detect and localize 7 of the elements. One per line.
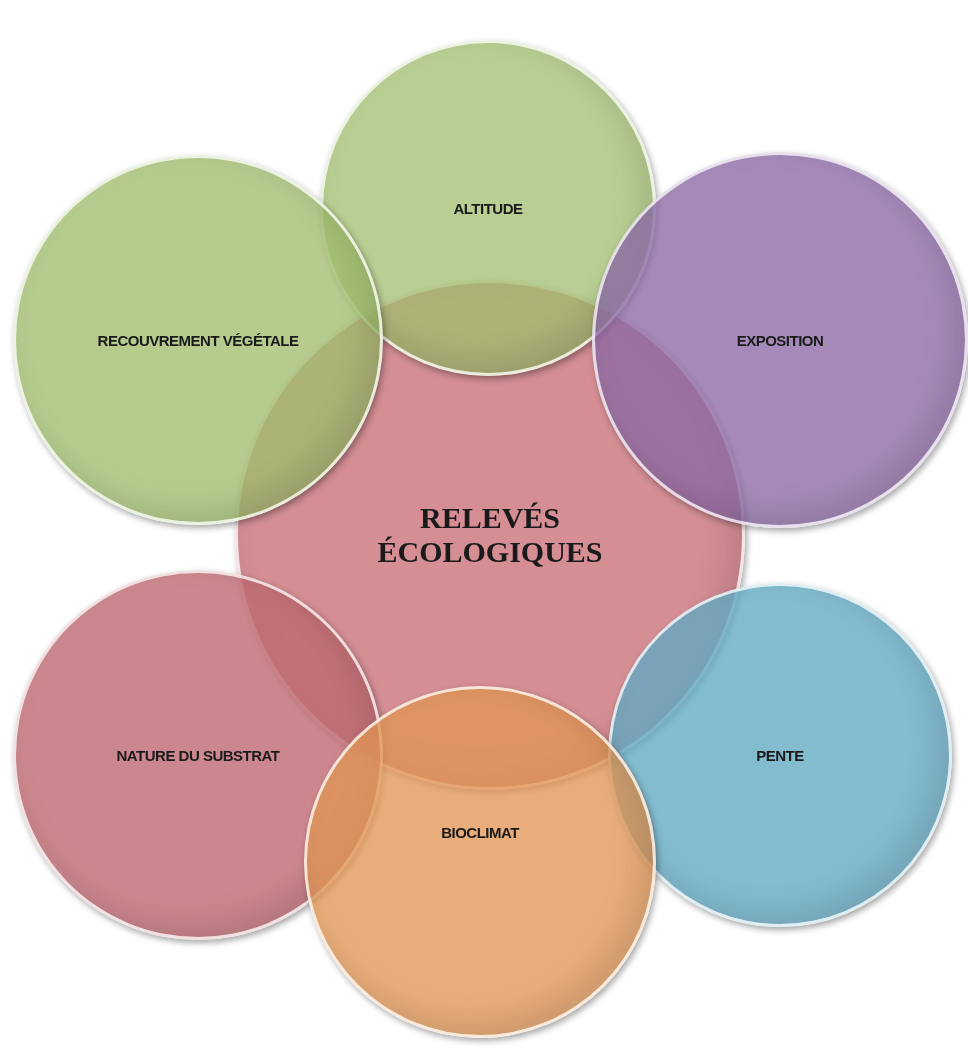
circle-label: NATURE DU SUBSTRAT [116,746,280,764]
circle-label: ALTITUDE [453,199,523,217]
circle-label: EXPOSITION [736,331,824,349]
circle-label: BIOCLIMAT [441,823,519,841]
central-title: RELEVÉS ÉCOLOGIQUES [376,500,604,570]
circle-label: PENTE [756,746,804,764]
circle-label: RECOUVREMENT VÉGÉTALE [97,331,299,349]
